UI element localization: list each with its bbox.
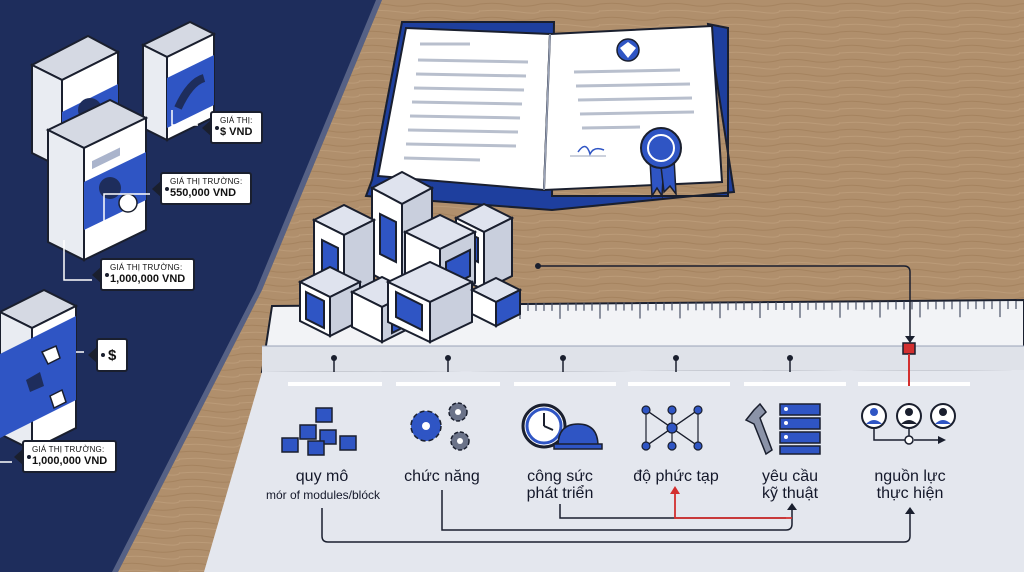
price-tag: GIÁ THỊ TRƯỜNG: 1,000,000 VND <box>91 258 196 291</box>
price-tag-caption: GIÁ THỊ: <box>220 116 253 125</box>
price-tag: GIÁ THỊ TRƯỜNG: 550,000 VND <box>151 172 253 205</box>
clock-hardhat-icon <box>521 403 603 450</box>
open-book <box>364 21 736 212</box>
price-tag-value: 1,000,000 VND <box>32 455 108 467</box>
product-box-4 <box>0 288 79 452</box>
price-tag-caption: GIÁ THỊ TRƯỜNG: <box>170 177 243 186</box>
tag-connectors <box>0 110 198 463</box>
criterion-resources-label: nguồn lực thực hiện <box>874 468 946 502</box>
criterion-scale-label: quy mô <box>295 468 349 485</box>
cubes-icon <box>281 407 357 456</box>
price-tag-value: 1,000,000 VND <box>110 273 186 285</box>
criterion-scale-sublabel: mór of modules/blóck <box>265 488 381 502</box>
price-tag-caption: GIÁ THỊ TRƯỜNG: <box>32 445 105 454</box>
criterion-function-label: chức năng <box>404 468 480 485</box>
price-tag-caption: GIÁ THỊ TRƯỜNG: <box>110 263 183 272</box>
criterion-complexity-label: độ phức tạp <box>633 468 719 485</box>
product-box-3 <box>45 98 149 262</box>
price-tag-value: $ <box>108 347 117 364</box>
team-icon <box>861 403 956 445</box>
red-flow-line <box>674 490 792 519</box>
price-tag-value: $ VND <box>220 126 253 138</box>
seal-ribbon-icon <box>640 127 682 199</box>
criterion-technical-label: yêu cầu kỹ thuật <box>761 468 819 502</box>
signature-icon <box>577 145 605 157</box>
price-tag: $ <box>87 338 129 372</box>
pointer-line <box>540 265 911 340</box>
criterion-effort-label: công sức phát triển <box>526 468 594 502</box>
price-tag-value: 550,000 VND <box>170 187 237 199</box>
price-tag: GIÁ THỊ TRƯỜNG: 1,000,000 VND <box>13 440 118 473</box>
module-cubes-cluster <box>297 170 523 344</box>
wrench-server-icon <box>744 402 821 456</box>
red-marker <box>902 342 916 355</box>
price-tag: GIÁ THỊ: $ VND <box>202 111 263 144</box>
gears-icon <box>410 402 470 451</box>
network-icon <box>641 405 703 451</box>
ruler-markers <box>331 342 916 386</box>
